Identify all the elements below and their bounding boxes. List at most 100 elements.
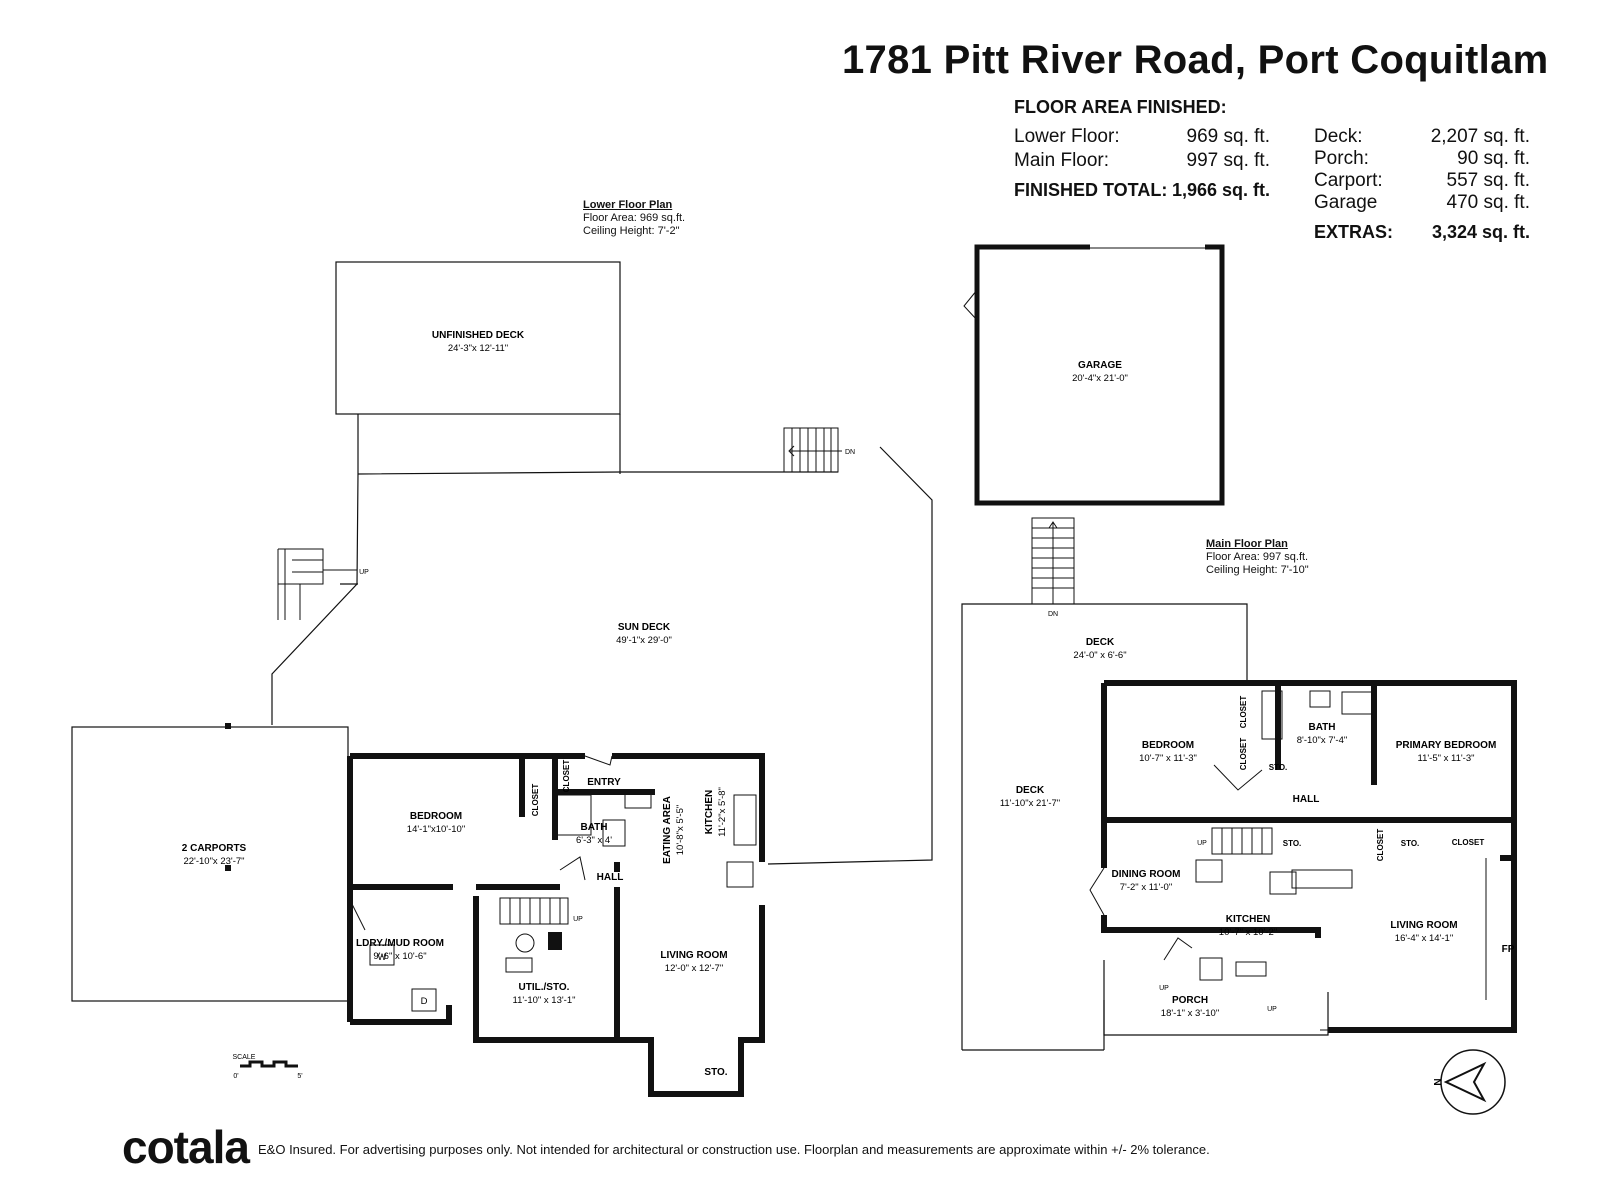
porch-label: Porch:	[1314, 148, 1369, 169]
scale-label: SCALE	[233, 1054, 256, 1061]
porch-outline	[1103, 960, 1329, 1036]
garage-label: GARAGE	[1078, 360, 1122, 371]
lower-kitchen-dim: 11'-2"x 5'-8"	[717, 787, 728, 837]
porch-dim: 18'-1" x 3'-10"	[1161, 1008, 1219, 1019]
lower-plan-heading: Lower Floor Plan	[583, 199, 673, 211]
up-marker-1: UP	[359, 569, 369, 576]
up-marker-3: UP	[1197, 840, 1207, 847]
main-closet-b-label: CLOSET	[1239, 738, 1248, 771]
util-dim: 11'-10" x 13'-1"	[512, 995, 575, 1006]
page-title: 1781 Pitt River Road, Port Coquitlam	[842, 38, 1549, 82]
scale-start: 0'	[233, 1073, 238, 1080]
main-closet-d-label: CLOSET	[1452, 838, 1485, 847]
brand-logo: cotala	[122, 1121, 250, 1173]
carports-dim: 22'-10"x 23'-7"	[183, 856, 244, 867]
lower-plan-area: Floor Area: 969 sq.ft.	[583, 212, 686, 224]
main-sto-a-label: STO.	[1269, 763, 1288, 772]
lower-closet2-label: CLOSET	[562, 760, 571, 793]
main-living-label: LIVING ROOM	[1390, 920, 1457, 931]
sun-deck-outline	[357, 471, 838, 475]
disclaimer: E&O Insured. For advertising purposes on…	[258, 1142, 1210, 1157]
deck-side-dim: 11'-10"x 21'-7"	[1000, 798, 1060, 809]
primary-bedroom-label: PRIMARY BEDROOM	[1396, 740, 1497, 751]
lower-living-dim: 12'-0" x 12'-7"	[665, 963, 723, 974]
main-living-dim: 16'-4" x 14'-1"	[1395, 933, 1453, 944]
up-marker-4: UP	[1159, 985, 1169, 992]
main-plan-area: Floor Area: 997 sq.ft.	[1206, 551, 1309, 563]
lower-plan-caption: Lower Floor Plan Floor Area: 969 sq.ft. …	[583, 199, 685, 238]
unfinished-deck-dim: 24'-3"x 12'-11"	[448, 343, 508, 354]
main-bedroom-dim: 10'-7" x 11'-3"	[1139, 753, 1197, 764]
main-sto-c-label: STO.	[1401, 839, 1420, 848]
dryer-box	[411, 988, 437, 1012]
dn-marker-2: DN	[1048, 611, 1058, 618]
garage-value: 470 sq. ft.	[1446, 192, 1530, 213]
lower-bedroom-label: BEDROOM	[410, 811, 462, 822]
washer-box	[369, 944, 395, 966]
porch-label: PORCH	[1172, 995, 1208, 1006]
lower-floor-label: Lower Floor:	[1014, 126, 1120, 147]
entry-label: ENTRY	[587, 777, 621, 788]
extras-total-label: EXTRAS:	[1314, 222, 1394, 242]
extras-total-value: 3,324 sq. ft.	[1431, 222, 1530, 242]
unfinished-deck-label: UNFINISHED DECK	[432, 330, 525, 341]
main-plan-ceiling: Ceiling Height: 7'-10"	[1206, 564, 1309, 576]
primary-bedroom-dim: 11'-5" x 11'-3"	[1417, 753, 1474, 764]
main-hall-label: HALL	[1293, 794, 1320, 805]
porch-value: 90 sq. ft.	[1457, 148, 1530, 169]
sun-deck-label: SUN DECK	[618, 622, 671, 633]
garage-dim: 20'-4"x 21'-0"	[1072, 373, 1128, 384]
lower-kitchen-label: KITCHEN	[704, 790, 715, 834]
ldry-label: LDRY./MUD ROOM	[356, 938, 444, 949]
lower-hall-label: HALL	[597, 872, 624, 883]
lower-sto-label: STO.	[704, 1067, 727, 1078]
main-bedroom-label: BEDROOM	[1142, 740, 1194, 751]
north-arrow-icon	[1440, 1049, 1506, 1115]
dryer-label: D	[421, 996, 428, 1007]
ldry-dim: 9'-6" x 10'-6"	[373, 951, 426, 962]
main-closet-c-label: CLOSET	[1376, 829, 1385, 862]
main-kitchen-dim: 10'-7" x 10'-2"	[1219, 927, 1277, 938]
lower-bedroom-dim: 14'-1"x10'-10"	[407, 824, 465, 835]
main-kitchen-label: KITCHEN	[1226, 914, 1270, 925]
dining-label: DINING ROOM	[1112, 869, 1181, 880]
deck-value: 2,207 sq. ft.	[1430, 126, 1530, 147]
main-plan-heading: Main Floor Plan	[1206, 538, 1288, 550]
main-bath-label: BATH	[1308, 722, 1335, 733]
lower-bath-dim: 6'-3" x 4'	[576, 835, 612, 846]
scale-bar	[240, 1060, 298, 1068]
dining-dim: 7'-2" x 11'-0"	[1120, 882, 1172, 893]
washer-label: W	[378, 952, 387, 963]
floor-area-heading: FLOOR AREA FINISHED:	[1014, 97, 1227, 117]
deck-top-label: DECK	[1086, 637, 1115, 648]
eating-area-dim: 10'-8"x 5'-5"	[675, 805, 686, 856]
lower-living-label: LIVING ROOM	[660, 950, 727, 961]
stairs	[277, 427, 1273, 925]
fireplace-label: FP	[1502, 944, 1515, 955]
garage-label: Garage	[1314, 192, 1378, 213]
carport-value: 557 sq. ft.	[1446, 170, 1530, 191]
main-floor-value: 997 sq. ft.	[1186, 150, 1270, 171]
main-sto-b-label: STO.	[1283, 839, 1302, 848]
finished-total-label: FINISHED TOTAL:	[1014, 180, 1168, 200]
lower-plan-ceiling: Ceiling Height: 7'-2"	[583, 225, 680, 237]
unfinished-deck-outline	[335, 261, 621, 415]
deck-stair-dn	[783, 427, 839, 473]
up-marker-2: UP	[573, 916, 583, 923]
main-bath-dim: 8'-10"x 7'-4"	[1297, 735, 1348, 746]
util-label: UTIL./STO.	[519, 982, 570, 993]
scale-end: 5'	[297, 1073, 302, 1080]
dn-marker-1: DN	[845, 449, 855, 456]
north-label: N	[1433, 1078, 1444, 1085]
carport-label: Carport:	[1314, 170, 1383, 191]
carports-label: 2 CARPORTS	[182, 843, 247, 854]
main-deck-outline	[961, 603, 1248, 1050]
garage-walls	[974, 244, 1225, 506]
up-marker-5: UP	[1267, 1006, 1277, 1013]
main-plan-caption: Main Floor Plan Floor Area: 997 sq.ft. C…	[1206, 538, 1309, 577]
eating-area-label: EATING AREA	[662, 796, 673, 864]
lower-closet1-label: CLOSET	[531, 784, 540, 817]
main-closet-a-label: CLOSET	[1239, 696, 1248, 729]
deck-side-label: DECK	[1016, 785, 1045, 796]
